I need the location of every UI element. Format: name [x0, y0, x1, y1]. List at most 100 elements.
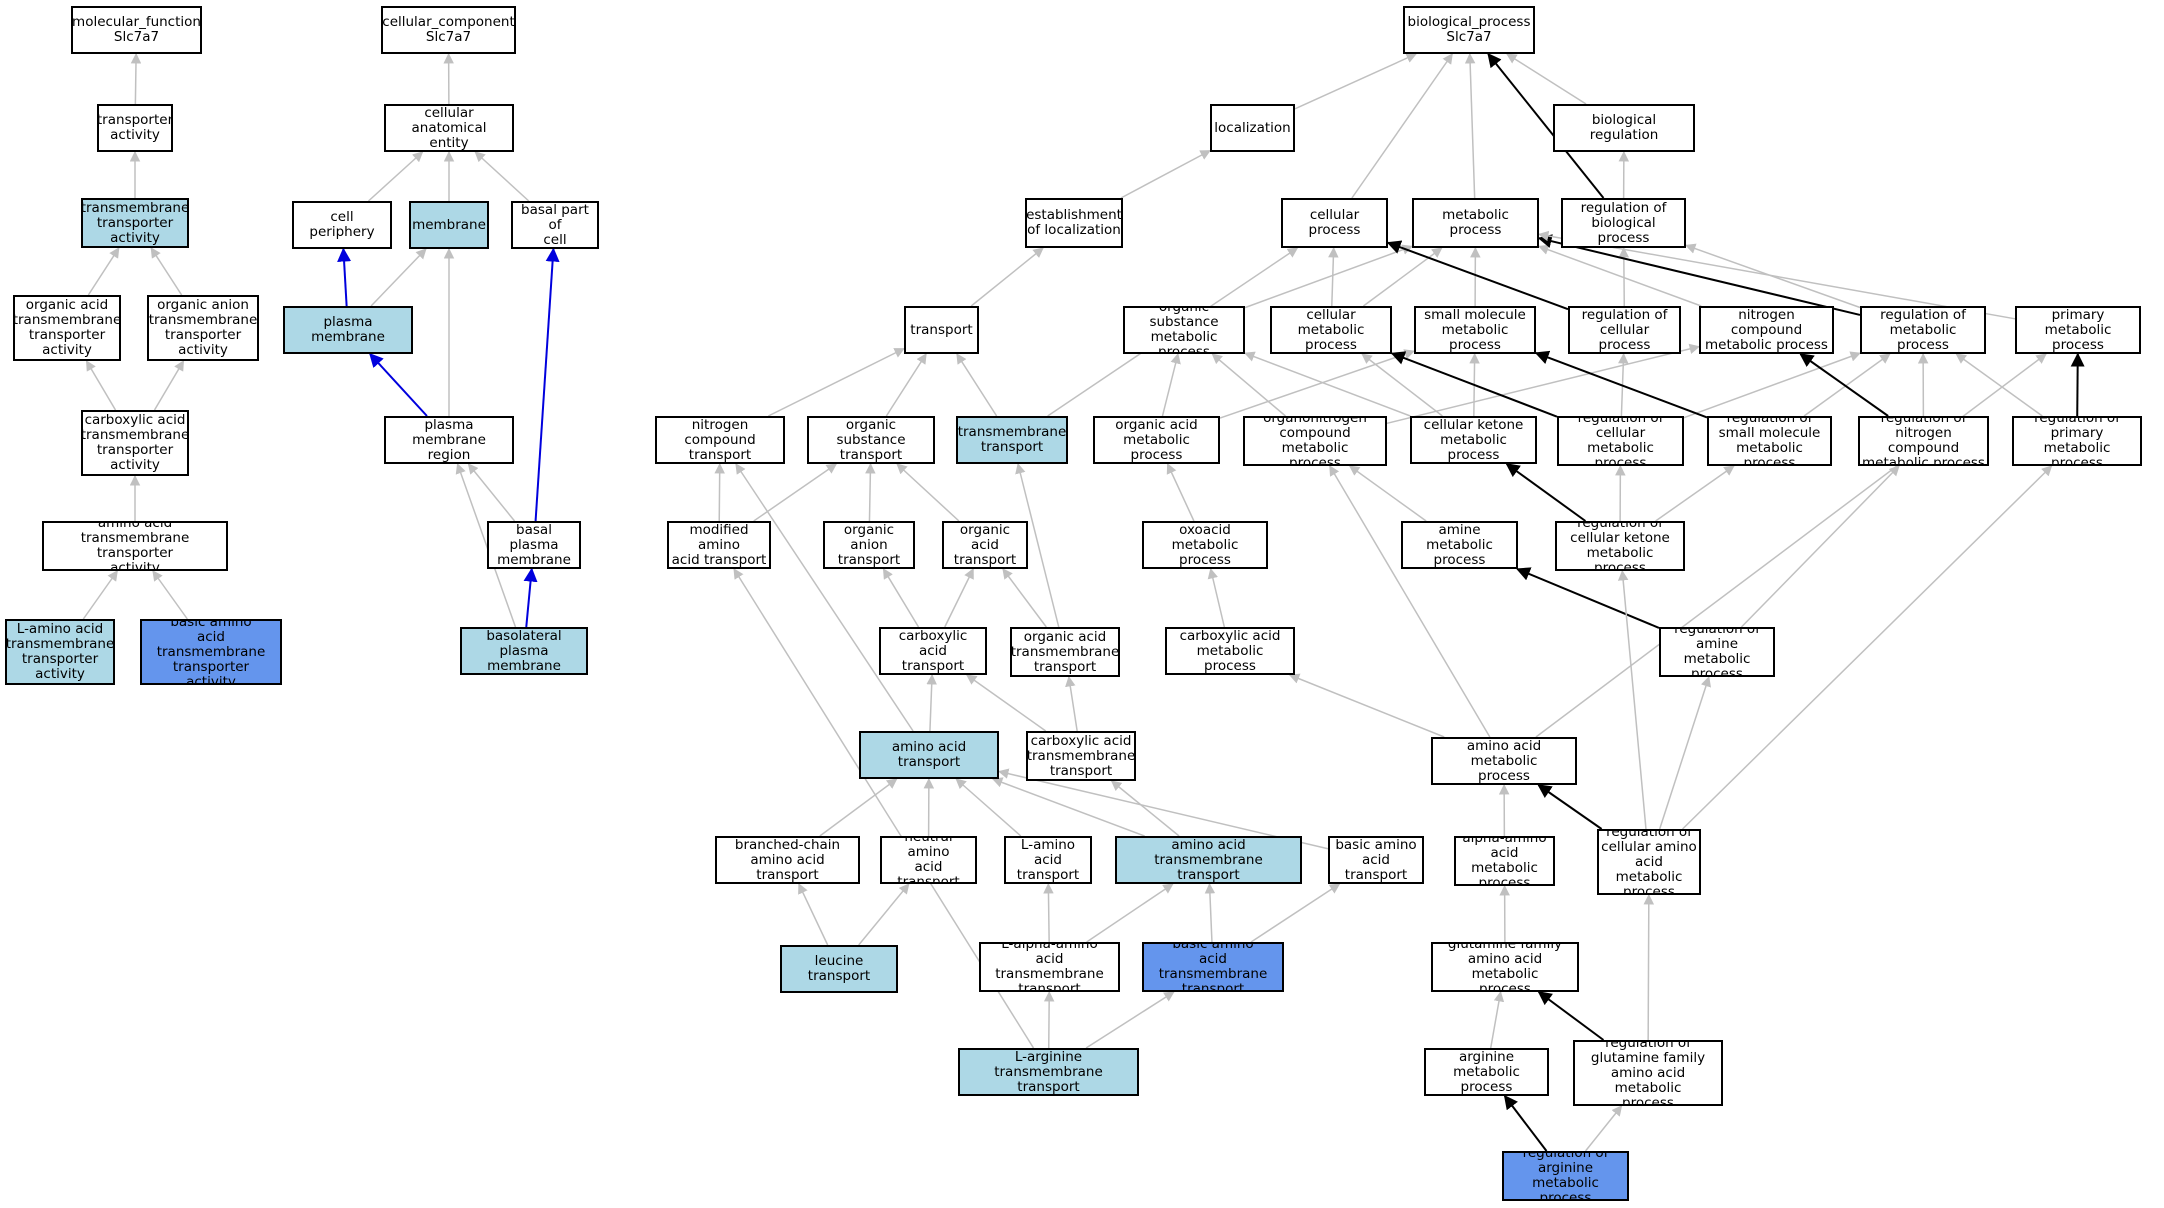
node-baatta[interactable]: basic amino acid transmembrane transport… [140, 619, 282, 685]
node-ckmp[interactable]: cellular ketone metabolic process [1410, 416, 1537, 464]
edge-laaatt-to-laat [1043, 882, 1054, 943]
node-aat[interactable]: amino acid transport [859, 731, 999, 779]
node-bp[interactable]: biological_process Slc7a7 [1403, 6, 1535, 54]
node-smmp[interactable]: small molecule metabolic process [1414, 306, 1536, 354]
node-aatt[interactable]: amino acid transmembrane transport [1115, 836, 1302, 884]
node-ramp[interactable]: regulation of amine metabolic process [1659, 627, 1775, 677]
node-bpc[interactable]: basal part of cell [511, 201, 599, 249]
edge-baatt-to-baat [1250, 883, 1341, 943]
node-rncmp[interactable]: regulation of nitrogen compound metaboli… [1858, 416, 1989, 466]
node-cae[interactable]: cellular anatomical entity [384, 104, 514, 152]
edge-bpm-to-bpc [534, 247, 560, 522]
node-oant[interactable]: organic anion transport [823, 521, 915, 569]
node-oanta[interactable]: organic anion transmembrane transporter … [147, 295, 259, 361]
node-mf[interactable]: molecular_function Slc7a7 [71, 6, 202, 54]
edge-rncmp-to-ncmp [1799, 353, 1889, 417]
node-naat[interactable]: neutral amino acid transport [880, 836, 977, 884]
edge-rmp-to-metp [1537, 234, 1861, 316]
node-oxmp[interactable]: oxoacid metabolic process [1142, 521, 1268, 569]
node-bpm[interactable]: basal plasma membrane [487, 521, 581, 569]
node-laat[interactable]: L-amino acid transport [1004, 836, 1092, 884]
node-metp[interactable]: metabolic process [1412, 198, 1539, 248]
node-pmr[interactable]: plasma membrane region [384, 416, 514, 464]
node-pm[interactable]: plasma membrane [283, 306, 413, 354]
node-oatt[interactable]: organic acid transmembrane transport [1010, 627, 1120, 677]
edge-cat-to-oat [944, 568, 974, 628]
node-ncmp[interactable]: nitrogen compound metabolic process [1699, 306, 1834, 354]
node-argmp[interactable]: arginine metabolic process [1424, 1048, 1549, 1096]
node-cat[interactable]: carboxylic acid transport [879, 627, 987, 675]
node-gfaamp[interactable]: glutamine family amino acid metabolic pr… [1431, 942, 1579, 992]
edge-amp-to-oncmp [1348, 465, 1427, 522]
node-laatta[interactable]: L-amino acid transmembrane transporter a… [5, 619, 115, 685]
node-cc[interactable]: cellular_component Slc7a7 [381, 6, 516, 54]
edge-rargmp-to-rgfaamp [1584, 1105, 1623, 1152]
node-pmp[interactable]: primary metabolic process [2015, 306, 2141, 354]
node-rpmp[interactable]: regulation of primary metabolic process [2012, 416, 2142, 466]
node-tmt[interactable]: transmembrane transport [956, 416, 1068, 464]
edge-aamp-to-oncmp [1329, 465, 1491, 738]
node-cmp[interactable]: cellular metabolic process [1270, 306, 1392, 354]
edge-rsmmp-to-rmp [1803, 353, 1891, 417]
node-rcp[interactable]: regulation of cellular process [1568, 306, 1681, 354]
edge-cmp-to-metp [1362, 247, 1443, 307]
node-catt[interactable]: carboxylic acid transmembrane transport [1026, 731, 1136, 781]
node-latt[interactable]: L-arginine transmembrane transport [958, 1048, 1139, 1096]
node-leut[interactable]: leucine transport [780, 945, 898, 993]
node-baatt[interactable]: basic amino acid transmembrane transport [1142, 942, 1284, 992]
node-loc[interactable]: localization [1210, 104, 1295, 152]
edge-oncmp-to-osmp [1211, 353, 1286, 417]
node-oatta[interactable]: organic acid transmembrane transporter a… [13, 295, 121, 361]
edge-oncmp-to-ncmp [1386, 343, 1701, 425]
node-rcaamp[interactable]: regulation of cellular amino acid metabo… [1597, 829, 1701, 895]
node-bcaat[interactable]: branched-chain amino acid transport [715, 836, 860, 884]
node-ta[interactable]: transporter activity [97, 104, 173, 152]
node-mat[interactable]: modified amino acid transport [667, 521, 771, 569]
node-cp[interactable]: cell periphery [292, 201, 392, 249]
node-camp[interactable]: carboxylic acid metabolic process [1165, 627, 1295, 675]
node-blpm[interactable]: basolateral plasma membrane [460, 627, 588, 675]
node-rsmmp[interactable]: regulation of small molecule metabolic p… [1707, 416, 1832, 466]
edge-bcaat-to-aat [819, 778, 898, 837]
node-cellp[interactable]: cellular process [1281, 198, 1388, 248]
edge-oamp-to-osmp [1161, 352, 1181, 417]
edge-rgfaamp-to-rcaamp [1643, 893, 1655, 1041]
edge-leut-to-bcaat [798, 883, 829, 946]
node-oncmp[interactable]: organonitrogen compound metabolic proces… [1243, 416, 1387, 466]
node-tmta[interactable]: transmembrane transporter activity [81, 198, 189, 248]
node-rmp[interactable]: regulation of metabolic process [1860, 306, 1986, 354]
node-aamp[interactable]: amino acid metabolic process [1431, 737, 1577, 785]
node-rgfaamp[interactable]: regulation of glutamine family amino aci… [1573, 1040, 1723, 1106]
edge-rckmp-to-ckmp [1505, 463, 1587, 522]
edge-blpm-to-pmr [455, 463, 517, 628]
node-rcmp[interactable]: regulation of cellular metabolic process [1557, 416, 1684, 466]
edge-breg-to-bp [1506, 53, 1587, 105]
node-nct[interactable]: nitrogen compound transport [655, 416, 785, 464]
edge-blpm-to-bpm [523, 567, 538, 628]
node-baat[interactable]: basic amino acid transport [1328, 836, 1424, 884]
node-eloc[interactable]: establishment of localization [1025, 198, 1123, 248]
edge-aamp-to-camp [1288, 673, 1445, 738]
node-oat[interactable]: organic acid transport [942, 521, 1028, 569]
edge-rpmp-to-rmp [1955, 353, 2043, 417]
node-ost[interactable]: organic substance transport [807, 416, 935, 464]
edge-oamp-to-smmp [1219, 349, 1415, 419]
node-mem[interactable]: membrane [409, 201, 489, 249]
node-aatta[interactable]: amino acid transmembrane transporter act… [42, 521, 228, 571]
node-rbp[interactable]: regulation of biological process [1561, 198, 1686, 248]
node-oamp[interactable]: organic acid metabolic process [1093, 416, 1220, 464]
edge-pm-to-mem [370, 248, 427, 307]
edge-ckmp-to-osmp [1244, 351, 1411, 417]
edge-pmr-to-pm [369, 352, 428, 417]
node-laaatt[interactable]: L-alpha-amino acid transmembrane transpo… [979, 942, 1120, 992]
node-amp[interactable]: amine metabolic process [1401, 521, 1518, 569]
node-osmp[interactable]: organic substance metabolic process [1123, 306, 1245, 354]
node-breg[interactable]: biological regulation [1553, 104, 1695, 152]
node-aaamp[interactable]: alpha-amino acid metabolic process [1454, 836, 1555, 886]
node-rargmp[interactable]: regulation of arginine metabolic process [1502, 1151, 1629, 1201]
edge-oant-to-ost [865, 462, 876, 522]
node-catta[interactable]: carboxylic acid transmembrane transporte… [81, 410, 189, 476]
edge-latt-to-laaatt [1043, 990, 1055, 1049]
node-rckmp[interactable]: regulation of cellular ketone metabolic … [1555, 521, 1685, 571]
node-trans[interactable]: transport [904, 306, 979, 354]
